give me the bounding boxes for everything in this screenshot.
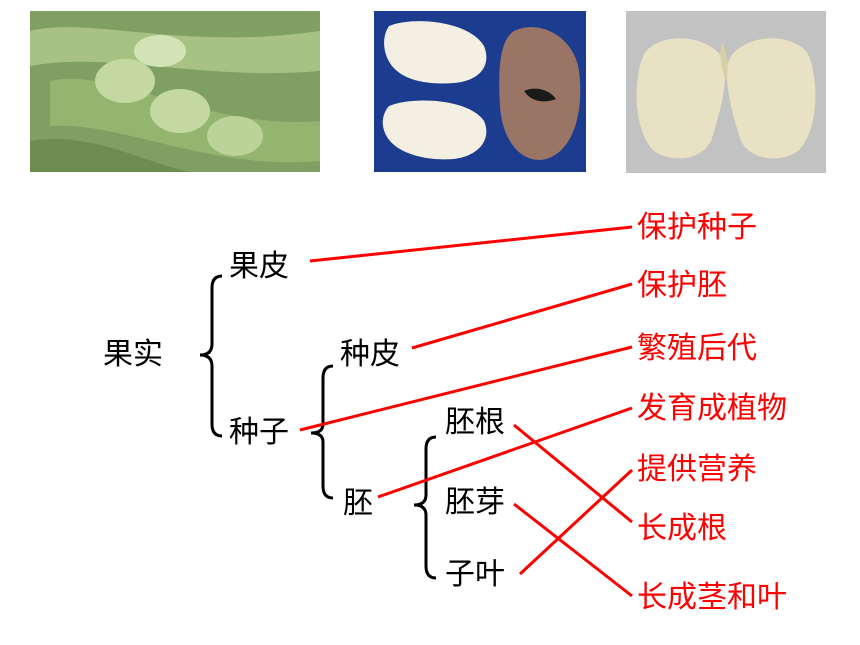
- term-seed: 种子: [229, 415, 289, 450]
- function-protect-seed: 保护种子: [637, 210, 757, 245]
- brace-seed: [310, 364, 334, 500]
- function-reproduce: 繁殖后代: [637, 331, 757, 366]
- brace-fruit: [199, 274, 223, 438]
- term-plumule: 胚芽: [445, 485, 505, 520]
- function-grow-stem-leaf: 长成茎和叶: [637, 580, 787, 615]
- brace-embryo: [413, 435, 437, 580]
- term-radicle: 胚根: [445, 405, 505, 440]
- line-pericarp-protect-seed: [309, 225, 633, 263]
- term-pericarp: 果皮: [229, 249, 289, 284]
- function-develop-plant: 发育成植物: [637, 391, 787, 426]
- function-supply-nutrients: 提供营养: [637, 452, 757, 487]
- term-seed-coat: 种皮: [340, 337, 400, 372]
- function-grow-root: 长成根: [637, 511, 727, 546]
- term-fruit: 果实: [103, 337, 163, 372]
- term-cotyledon: 子叶: [445, 557, 505, 592]
- function-protect-embryo: 保护胚: [637, 268, 727, 303]
- line-cotyledon-supply-nutrients: [518, 468, 634, 576]
- term-embryo: 胚: [343, 486, 373, 521]
- line-plumule-grow-stem-leaf: [513, 502, 633, 598]
- broad-bean-pods-photo: [30, 11, 320, 172]
- opened-seed-embryo-photo: [626, 11, 826, 173]
- bean-seeds-photo: [374, 11, 586, 172]
- line-radicle-grow-root: [513, 423, 633, 524]
- line-seedcoat-protect-embryo: [411, 282, 633, 350]
- line-embryo-develop-plant: [377, 406, 633, 499]
- line-seed-reproduce: [299, 345, 633, 432]
